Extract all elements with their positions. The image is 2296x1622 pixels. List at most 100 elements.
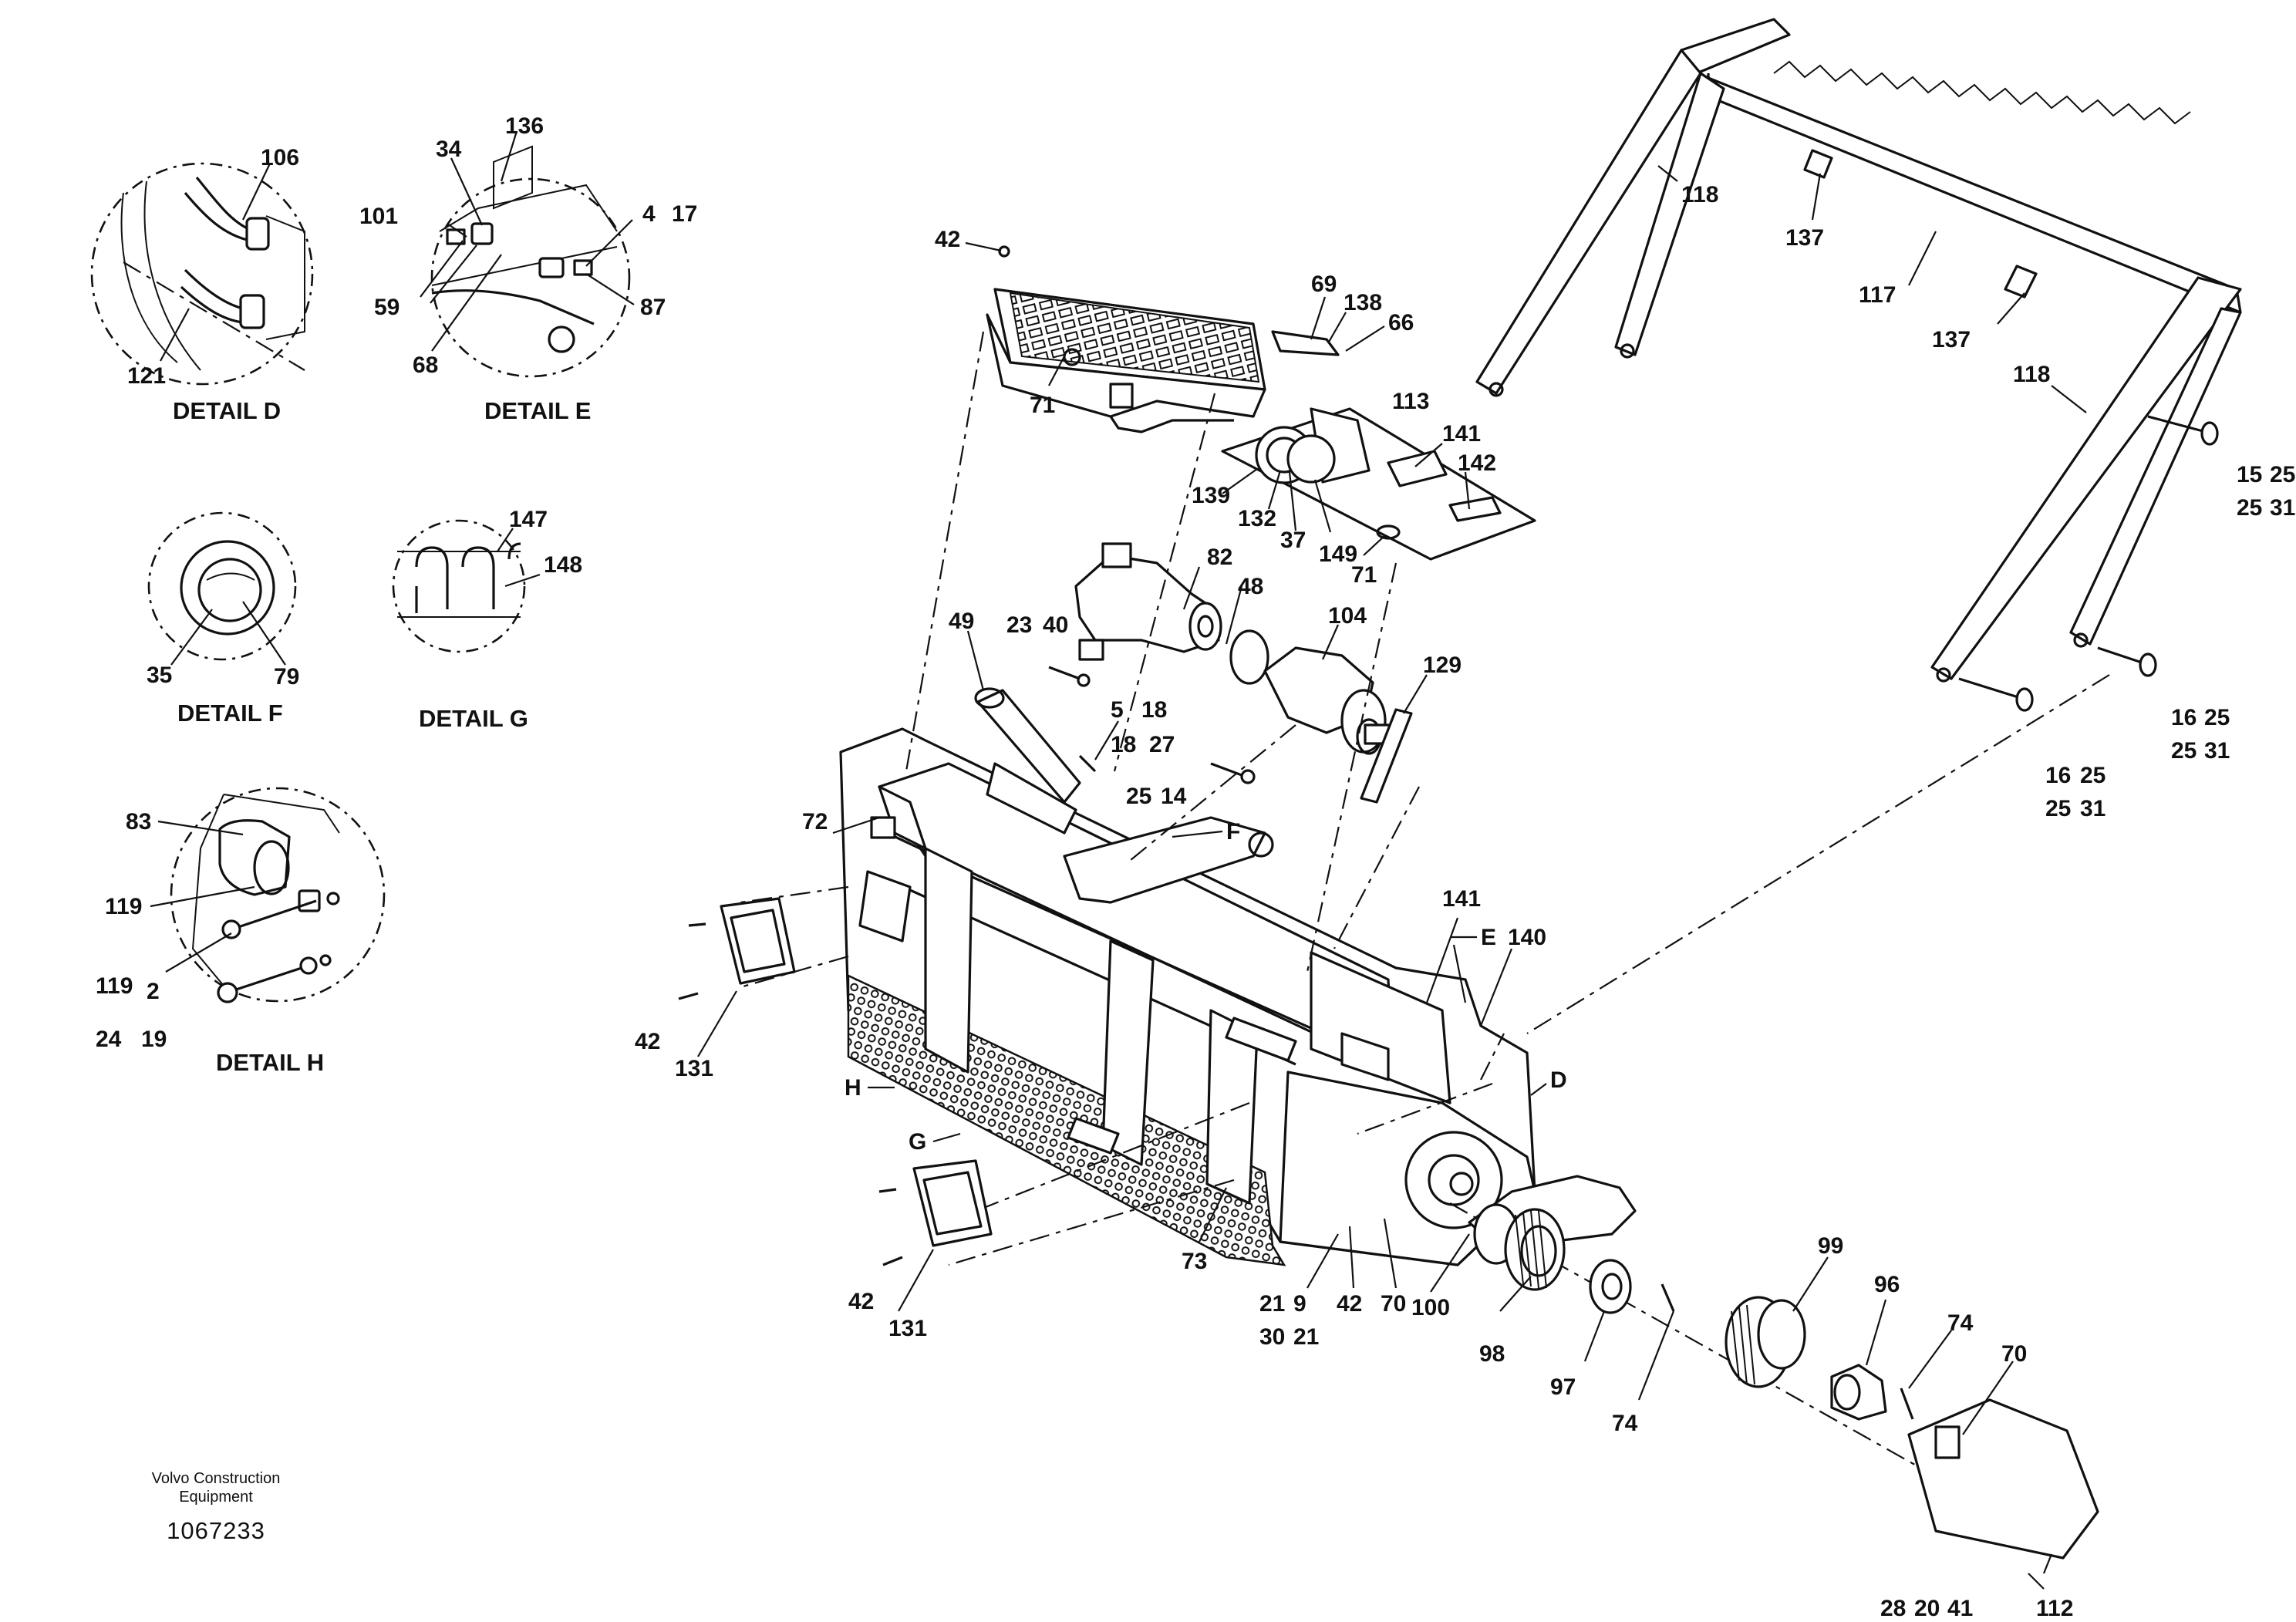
- callout-2: 2: [147, 979, 160, 1004]
- callout-142: 142: [1458, 450, 1496, 476]
- company-name: Volvo Construction Equipment: [151, 1470, 281, 1506]
- view-marker-d: D: [1550, 1067, 1567, 1093]
- callout-141-b: 141: [1442, 886, 1481, 912]
- callout-101: 101: [359, 204, 398, 229]
- callout-30: 30: [1259, 1324, 1285, 1350]
- callout-96: 96: [1874, 1272, 1900, 1297]
- detail-d-title: DETAIL D: [173, 397, 281, 424]
- view-marker-g: G: [909, 1129, 926, 1155]
- detail-e-title: DETAIL E: [484, 397, 591, 424]
- callout-97: 97: [1550, 1374, 1576, 1400]
- callout-68: 68: [413, 352, 438, 378]
- top-grille-cover: 42 71: [935, 227, 1266, 433]
- callout-132: 132: [1238, 506, 1276, 531]
- callout-72: 72: [802, 809, 828, 835]
- callout-118: 118: [1681, 182, 1718, 207]
- callout-147: 147: [509, 507, 548, 532]
- callout-71: 71: [1030, 393, 1055, 418]
- callout-136: 136: [505, 113, 544, 139]
- callout-25-f: 25: [2045, 796, 2071, 821]
- callout-49: 49: [949, 609, 974, 634]
- callout-27: 27: [1149, 732, 1175, 757]
- instrument-plate: 69 138 66 113 141 142 139 132 37 149 71: [1192, 271, 1536, 588]
- view-marker-f: F: [1226, 819, 1240, 845]
- callout-100: 100: [1411, 1295, 1450, 1320]
- callout-48: 48: [1238, 574, 1263, 599]
- callout-149: 149: [1319, 541, 1357, 567]
- callout-25-a: 25: [2270, 462, 2295, 487]
- callout-21-b: 21: [1293, 1324, 1319, 1350]
- callout-106: 106: [261, 145, 299, 170]
- callout-137-b: 137: [1932, 327, 1971, 352]
- callout-16-a: 16: [2171, 705, 2197, 730]
- callout-24: 24: [96, 1027, 122, 1052]
- detail-e: 34 136 101 4 17 59 87 68 DETAIL E: [359, 113, 697, 424]
- callout-34: 34: [436, 137, 462, 162]
- callout-113: 113: [1392, 389, 1429, 414]
- callout-129: 129: [1423, 653, 1462, 678]
- callout-18: 18: [1141, 697, 1167, 723]
- callout-21-a: 21: [1259, 1291, 1285, 1317]
- document-number: 1067233: [167, 1517, 265, 1544]
- view-marker-e: E: [1481, 925, 1496, 950]
- callout-70: 70: [1381, 1291, 1406, 1317]
- hydraulic-motor: 82 48 104 23 40: [1006, 542, 1391, 755]
- callout-15: 15: [2237, 462, 2262, 487]
- callout-140: 140: [1508, 925, 1546, 950]
- callout-25-c: 25: [2204, 705, 2230, 730]
- callout-98: 98: [1479, 1341, 1505, 1367]
- callout-17: 17: [672, 201, 697, 227]
- callout-35: 35: [147, 663, 172, 688]
- footer: Volvo Construction Equipment 1067233: [116, 1469, 316, 1545]
- callout-131: 131: [675, 1056, 713, 1081]
- detail-h: 83 119 119 2 24 19 DETAIL H: [96, 787, 386, 1076]
- callout-9: 9: [1293, 1291, 1306, 1317]
- callout-66: 66: [1388, 310, 1414, 336]
- callout-131-b: 131: [888, 1316, 927, 1341]
- detail-d: 106 121 DETAIL D: [90, 145, 314, 424]
- callout-25-e: 25: [2080, 763, 2106, 788]
- callout-28: 28: [1880, 1596, 1906, 1621]
- callout-69: 69: [1311, 271, 1337, 297]
- callout-16-b: 16: [2045, 763, 2071, 788]
- callout-138: 138: [1344, 290, 1382, 315]
- callout-5: 5: [1111, 697, 1124, 723]
- side-covers: 42 131 42 131: [635, 897, 993, 1341]
- callout-79: 79: [274, 664, 299, 690]
- callout-42-top: 42: [935, 227, 960, 252]
- callout-19: 19: [141, 1027, 167, 1052]
- callout-31-a: 31: [2270, 495, 2295, 521]
- callout-42-lower: 42: [848, 1289, 874, 1314]
- detail-g: 147 148 DETAIL G: [392, 507, 582, 732]
- view-marker-h: H: [845, 1075, 861, 1101]
- callout-141: 141: [1442, 421, 1481, 447]
- detail-h-title: DETAIL H: [216, 1049, 324, 1076]
- callout-83: 83: [126, 809, 151, 835]
- callout-31-c: 31: [2080, 796, 2106, 821]
- callout-119: 119: [105, 894, 142, 919]
- callout-20: 20: [1914, 1596, 1940, 1621]
- callout-119-b: 119: [96, 973, 133, 999]
- callout-4: 4: [642, 201, 656, 227]
- callout-42-left: 42: [635, 1029, 660, 1054]
- callout-87: 87: [640, 295, 666, 320]
- callout-31-b: 31: [2204, 738, 2230, 764]
- callout-70-b: 70: [2001, 1341, 2027, 1367]
- callout-59: 59: [374, 295, 400, 320]
- callout-23: 23: [1006, 612, 1032, 638]
- callout-41: 41: [1947, 1596, 1973, 1621]
- detail-g-title: DETAIL G: [419, 705, 528, 732]
- callout-71-b: 71: [1351, 562, 1377, 588]
- callout-148: 148: [544, 552, 582, 578]
- callout-42-housing: 42: [1337, 1291, 1362, 1317]
- detail-f-title: DETAIL F: [177, 700, 283, 727]
- callout-74-b: 74: [1947, 1310, 1974, 1336]
- callout-104: 104: [1328, 603, 1367, 629]
- callout-14: 14: [1161, 784, 1187, 809]
- callout-37: 37: [1280, 528, 1306, 553]
- callout-121: 121: [127, 363, 166, 389]
- callout-112: 112: [2036, 1596, 2073, 1621]
- callout-99: 99: [1818, 1233, 1843, 1259]
- pulley-assembly: 100 98 97 74 99 96 74 70 112 28 20 41: [1411, 1175, 2099, 1621]
